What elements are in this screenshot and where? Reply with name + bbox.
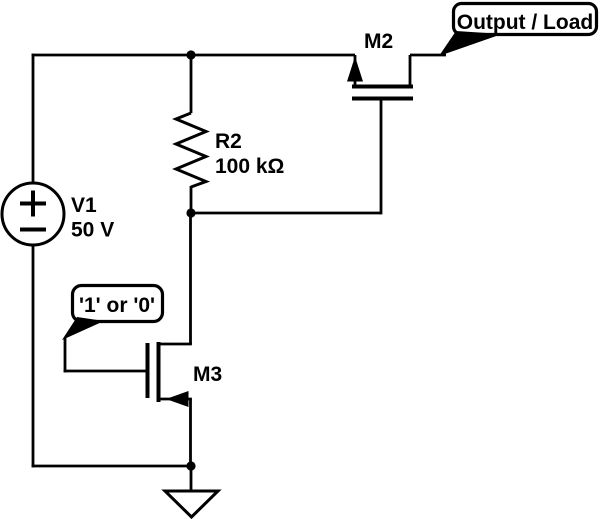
m2-ref-label: M2 [364,30,393,53]
callout-output-load: Output / Load [439,1,599,56]
callout-output-box [451,1,599,37]
callout-input-box [70,283,165,324]
m3-ref-label: M3 [193,363,222,386]
wires [31,53,446,491]
callout-output-text: Output / Load [457,11,593,34]
nmos-m3: M3 [145,342,222,407]
r2-ref-label: R2 [215,130,242,153]
callout-input-text: '1' or '0' [79,294,155,317]
junction-dot-top [186,50,196,60]
junctions [186,50,196,471]
m3-source-arrow [166,391,189,407]
resistor-zigzag [172,111,211,189]
v1-ref-label: V1 [71,194,97,217]
junction-dot-bottom [186,461,196,471]
junction-dot-mid [186,208,196,218]
callout-input-level: '1' or '0' [62,283,165,340]
r2-value-label: 100 kΩ [215,155,284,178]
v1-value-label: 50 V [71,219,114,242]
pmos-m2: M2 [347,30,413,101]
m2-source-arrow [347,56,363,82]
callout-input-tail [62,317,104,340]
ground-icon [161,489,222,519]
resistor-r2: R2 100 kΩ [172,111,284,189]
callout-output-tail [439,31,502,56]
voltage-source-v1: V1 50 V [0,181,114,247]
